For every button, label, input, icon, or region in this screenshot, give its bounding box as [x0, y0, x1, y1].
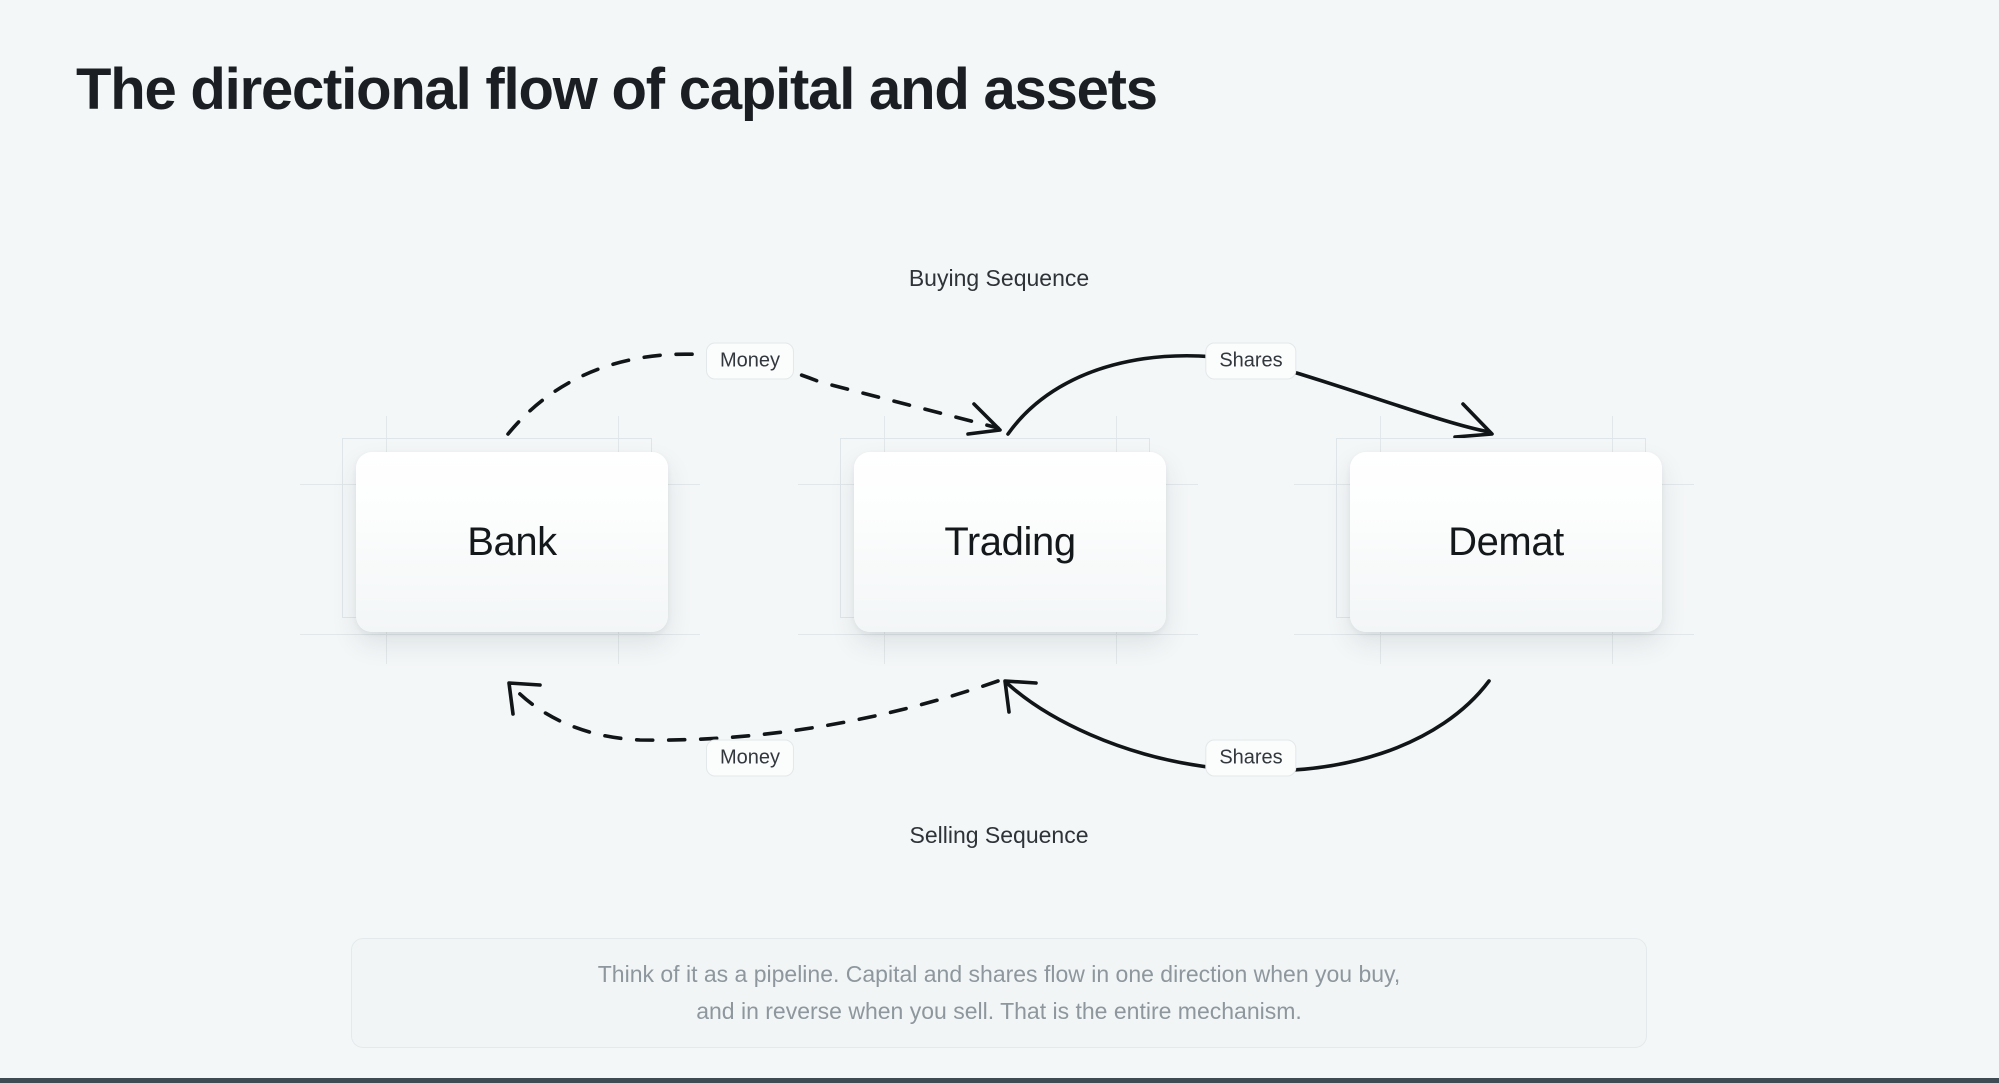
- arrowhead-demat-to-trading: [1003, 679, 1038, 714]
- arrowhead-trading-to-demat: [1453, 402, 1494, 439]
- footnote-panel: Think of it as a pipeline. Capital and s…: [351, 938, 1647, 1048]
- node-demat[interactable]: Demat: [1294, 416, 1694, 664]
- node-card[interactable]: Bank: [356, 452, 668, 632]
- edge-trading-to-bank: [510, 679, 1000, 742]
- footnote-line-1: Think of it as a pipeline. Capital and s…: [597, 961, 1401, 987]
- node-label-demat: Demat: [1448, 519, 1564, 564]
- node-card[interactable]: Trading: [854, 452, 1166, 632]
- guide-line-horizontal-bottom: [1294, 634, 1694, 635]
- guide-line-horizontal-bottom: [300, 634, 700, 635]
- edge-badge-shares-buying: Shares: [1205, 342, 1297, 380]
- footnote-line-2: and in reverse when you sell. That is th…: [696, 998, 1302, 1024]
- edge-badge-shares-selling: Shares: [1205, 739, 1297, 777]
- edge-badge-money-selling: Money: [705, 739, 795, 777]
- sequence-label-selling: Selling Sequence: [909, 822, 1089, 848]
- page-title: The directional flow of capital and asse…: [76, 57, 1158, 122]
- node-label-bank: Bank: [467, 519, 557, 564]
- sequence-label-buying: Buying Sequence: [908, 265, 1090, 291]
- node-trading[interactable]: Trading: [798, 416, 1198, 664]
- node-label-trading: Trading: [944, 519, 1076, 564]
- node-bank[interactable]: Bank: [300, 416, 700, 664]
- arrowhead-trading-to-bank: [507, 681, 542, 716]
- edge-badge-money-buying: Money: [705, 342, 795, 380]
- node-card[interactable]: Demat: [1350, 452, 1662, 632]
- arrowhead-bank-to-trading: [966, 402, 1002, 436]
- guide-line-horizontal-bottom: [798, 634, 1198, 635]
